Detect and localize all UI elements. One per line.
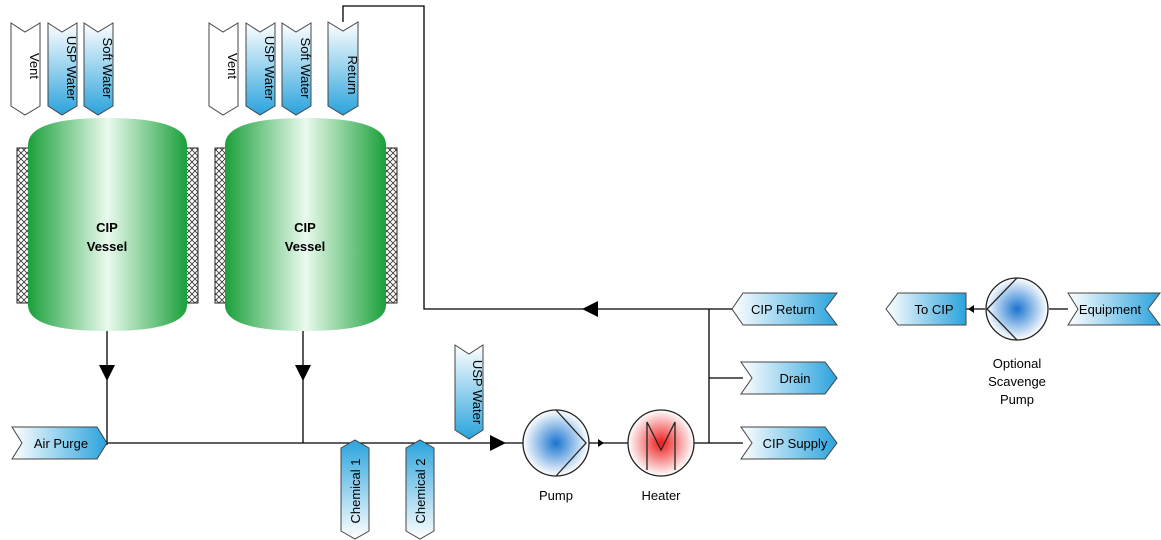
chemical-2-label: Chemical 2 [413, 458, 428, 523]
cip-return-tag[interactable]: CIP Return [731, 292, 838, 326]
vessel-2-label-line1: CIP [294, 220, 316, 235]
pump-body [522, 409, 590, 477]
vessel-2-usp-water-label: USP Water [262, 36, 277, 101]
vessel-2-vent-tag[interactable]: Vent [208, 22, 240, 116]
vessel-1-jacket-right [185, 147, 199, 304]
pump[interactable]: Pump [522, 409, 590, 503]
drain-tag[interactable]: Drain [740, 361, 838, 395]
cip-vessel-2[interactable]: CIP Vessel [214, 118, 398, 331]
usp-water-inlet-tag[interactable]: USP Water [454, 344, 485, 440]
piping [106, 5, 1068, 445]
usp-water-inlet-label: USP Water [470, 360, 485, 425]
equipment-tag[interactable]: Equipment [1067, 292, 1161, 326]
flow-arrow-vessel-2 [295, 365, 311, 381]
flow-arrow-scavenge [968, 305, 974, 313]
vessel-1-body [28, 118, 187, 331]
air-purge-tag[interactable]: Air Purge [11, 426, 108, 460]
to-cip-label: To CIP [914, 302, 953, 317]
chemical-1-tag[interactable]: Chemical 1 [340, 439, 370, 540]
vessel-1-jacket-left [16, 147, 30, 304]
pump-label: Pump [539, 488, 573, 503]
heater-coil-icon [646, 421, 676, 470]
vessel-2-body [225, 118, 386, 331]
cip-supply-tag[interactable]: CIP Supply [740, 426, 838, 460]
scavenge-pump-body [985, 277, 1049, 341]
flow-arrow-header [490, 435, 506, 451]
vessel-1-soft-water-label: Soft Water [100, 38, 115, 100]
vessel-2-soft-water-tag[interactable]: Soft Water [281, 22, 313, 116]
scavenge-pump[interactable]: Optional Scavenge Pump [985, 277, 1049, 407]
pump-symbol [555, 409, 587, 477]
vessel-2-soft-water-label: Soft Water [298, 38, 313, 100]
flow-arrows [99, 301, 974, 451]
heater-body [627, 409, 695, 477]
equipment-label: Equipment [1079, 302, 1142, 317]
vessel-2-label-line2: Vessel [285, 239, 326, 254]
scavenge-pump-symbol [986, 277, 1018, 341]
to-cip-tag[interactable]: To CIP [885, 292, 967, 326]
vessel-2-return-label: Return [345, 55, 360, 94]
chemical-2-tag[interactable]: Chemical 2 [405, 439, 435, 540]
vessel-1-vent-tag[interactable]: Vent [10, 22, 42, 116]
vessel-1-usp-water-label: USP Water [64, 36, 79, 101]
flow-arrow-return [582, 301, 598, 317]
vessel-2-usp-water-tag[interactable]: USP Water [245, 22, 277, 116]
vessel-2-vent-label: Vent [225, 53, 240, 79]
air-purge-label: Air Purge [34, 436, 88, 451]
vessel-1-label-line1: CIP [96, 220, 118, 235]
chemical-1-label: Chemical 1 [348, 458, 363, 523]
scavenge-label-line1: Optional [993, 356, 1042, 371]
vessel-2-jacket-right [384, 147, 398, 304]
scavenge-label-line3: Pump [1000, 392, 1034, 407]
vessel-1-soft-water-tag[interactable]: Soft Water [83, 22, 115, 116]
cip-supply-label: CIP Supply [763, 436, 828, 451]
drain-label: Drain [779, 371, 810, 386]
vessel-2-return-tag[interactable]: Return [327, 21, 360, 116]
flow-arrow-pump-out [598, 439, 604, 447]
return-line [342, 5, 743, 310]
vessel-1-label-line2: Vessel [87, 239, 128, 254]
heater[interactable]: Heater [627, 409, 695, 503]
scavenge-label-line2: Scavenge [988, 374, 1046, 389]
vessel-1-vent-label: Vent [27, 53, 42, 79]
cip-return-label: CIP Return [751, 302, 815, 317]
flow-arrow-vessel-1 [99, 365, 115, 381]
heater-label: Heater [641, 488, 681, 503]
vessel-1-usp-water-tag[interactable]: USP Water [47, 22, 79, 116]
cip-vessel-1[interactable]: CIP Vessel [16, 118, 199, 331]
